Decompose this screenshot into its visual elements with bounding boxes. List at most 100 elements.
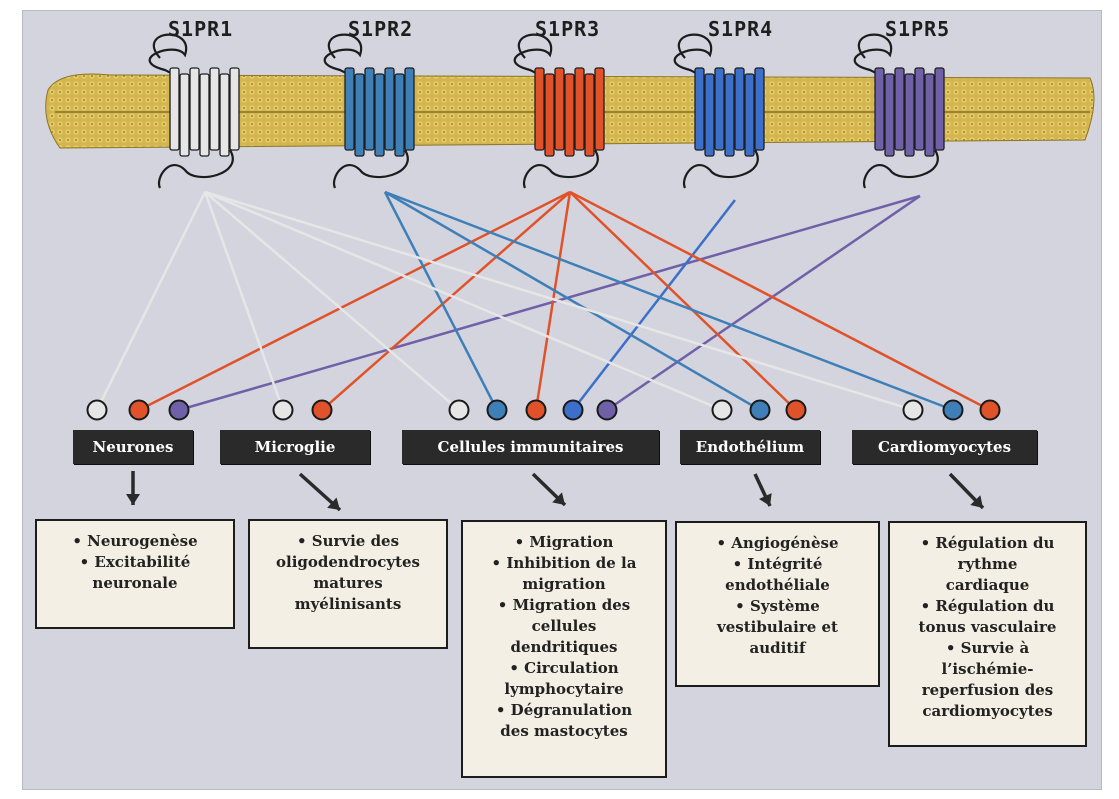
effect-text: • Intégrité: [732, 555, 823, 573]
effect-text: • Dégranulation: [495, 701, 633, 719]
effect-text: • Régulation du: [920, 597, 1055, 615]
transmembrane-helix: [209, 67, 220, 151]
effect-text: • Migration des: [497, 596, 631, 614]
connection-line-s1pr1-target-5: [204, 190, 914, 412]
transmembrane-helix: [534, 67, 545, 151]
target-label-1: Neurones: [73, 430, 193, 464]
connection-line-s1pr2-target-4: [384, 190, 761, 412]
target-label-4: Endothélium: [680, 430, 820, 464]
transmembrane-helix: [544, 73, 555, 157]
effect-text: • Excitabilité: [79, 553, 191, 571]
extracellular-loop: [673, 33, 713, 76]
receptor-s1pr3: [513, 33, 605, 189]
transmembrane-helix: [754, 67, 765, 151]
transmembrane-helix: [594, 67, 605, 151]
transmembrane-helix: [694, 67, 705, 151]
effect-text: rythme: [957, 555, 1018, 573]
receptor-dot-s1pr4: [562, 399, 584, 421]
connection-line-s1pr3-target-5: [569, 190, 991, 412]
effect-text: reperfusion des: [921, 681, 1054, 699]
effect-text: tonus vasculaire: [918, 618, 1057, 636]
receptor-dot-s1pr3: [979, 399, 1001, 421]
receptor-label-s1pr1: S1PR1: [168, 17, 234, 41]
extracellular-loop: [323, 33, 363, 76]
extracellular-loop: [513, 33, 553, 76]
transmembrane-helix: [934, 67, 945, 151]
intracellular-tail: [332, 149, 409, 189]
receptor-dot-s1pr3: [525, 399, 547, 421]
transmembrane-helix: [894, 67, 905, 151]
effect-text: oligodendrocytes: [276, 553, 420, 571]
effect-text: vestibulaire et: [717, 618, 838, 636]
effect-text: cellules: [531, 617, 597, 635]
connection-line-s1pr4-target-3: [572, 199, 736, 411]
effect-text: matures: [313, 574, 383, 592]
effect-text: • Migration: [514, 533, 614, 551]
transmembrane-helix: [924, 73, 935, 157]
transmembrane-helix: [724, 73, 735, 157]
transmembrane-helix: [574, 67, 585, 151]
transmembrane-helix: [169, 67, 180, 151]
connection-line-s1pr5-target-1: [178, 194, 921, 412]
effect-text: • Régulation du: [920, 534, 1055, 552]
transmembrane-helix: [344, 67, 355, 151]
effect-text: des mastocytes: [500, 722, 628, 740]
receptor-dot-s1pr1: [448, 399, 470, 421]
transmembrane-helix: [374, 73, 385, 157]
transmembrane-helix: [884, 73, 895, 157]
intracellular-tail: [682, 149, 759, 189]
receptor-dot-s1pr3: [311, 399, 333, 421]
connection-line-s1pr5-target-3: [606, 194, 921, 412]
connection-line-s1pr1-target-4: [204, 190, 723, 412]
effect-text: • Survie à: [945, 639, 1030, 657]
down-arrow-icon: [126, 471, 140, 505]
transmembrane-helix: [564, 73, 575, 157]
effect-text: myélinisants: [294, 595, 402, 613]
connection-line-s1pr3-target-2: [321, 191, 571, 411]
transmembrane-helix: [219, 73, 230, 157]
receptor-dot-s1pr3: [785, 399, 807, 421]
transmembrane-helix: [584, 73, 595, 157]
connection-line-s1pr3-target-3: [534, 191, 572, 411]
down-arrow-icon: [753, 473, 772, 507]
effect-text: lymphocytaire: [504, 680, 624, 698]
extracellular-loop: [148, 33, 188, 76]
extracellular-loop: [853, 33, 893, 76]
down-arrow-icon: [298, 472, 342, 512]
transmembrane-helix: [914, 67, 925, 151]
receptor-label-s1pr2: S1PR2: [348, 17, 414, 41]
effect-text: • Survie des: [296, 532, 400, 550]
transmembrane-helix: [354, 73, 365, 157]
receptor-s1pr1: [148, 33, 240, 189]
receptor-dot-s1pr5: [596, 399, 618, 421]
effect-text: • Angiogénèse: [716, 534, 839, 552]
transmembrane-helix: [394, 73, 405, 157]
transmembrane-helix: [189, 67, 200, 151]
receptor-dot-s1pr1: [272, 399, 294, 421]
transmembrane-helix: [554, 67, 565, 151]
effects-box-2: • Survie des oligodendrocytes matures myéli…: [248, 519, 448, 649]
transmembrane-helix: [744, 73, 755, 157]
connection-line-s1pr1-target-3: [204, 191, 460, 411]
effect-text: • Inhibition de la: [491, 554, 637, 572]
effect-text: dendritiques: [510, 638, 618, 656]
effect-text: cardiomyocytes: [922, 702, 1053, 720]
effects-box-5: • Régulation du rythme cardiaque • Régulati…: [888, 521, 1087, 747]
connection-line-s1pr2-target-5: [384, 190, 954, 412]
effect-text: auditif: [749, 639, 806, 657]
transmembrane-helix: [364, 67, 375, 151]
effect-text: cardiaque: [945, 576, 1030, 594]
effect-text: • Circulation: [509, 659, 619, 677]
receptor-dot-s1pr2: [942, 399, 964, 421]
effect-text: neuronale: [92, 574, 178, 592]
effect-text: • Système: [735, 597, 820, 615]
receptor-s1pr2: [323, 33, 415, 189]
receptor-dot-s1pr2: [486, 399, 508, 421]
receptor-dot-s1pr1: [86, 399, 108, 421]
receptor-dot-s1pr1: [902, 399, 924, 421]
transmembrane-helix: [199, 73, 210, 157]
